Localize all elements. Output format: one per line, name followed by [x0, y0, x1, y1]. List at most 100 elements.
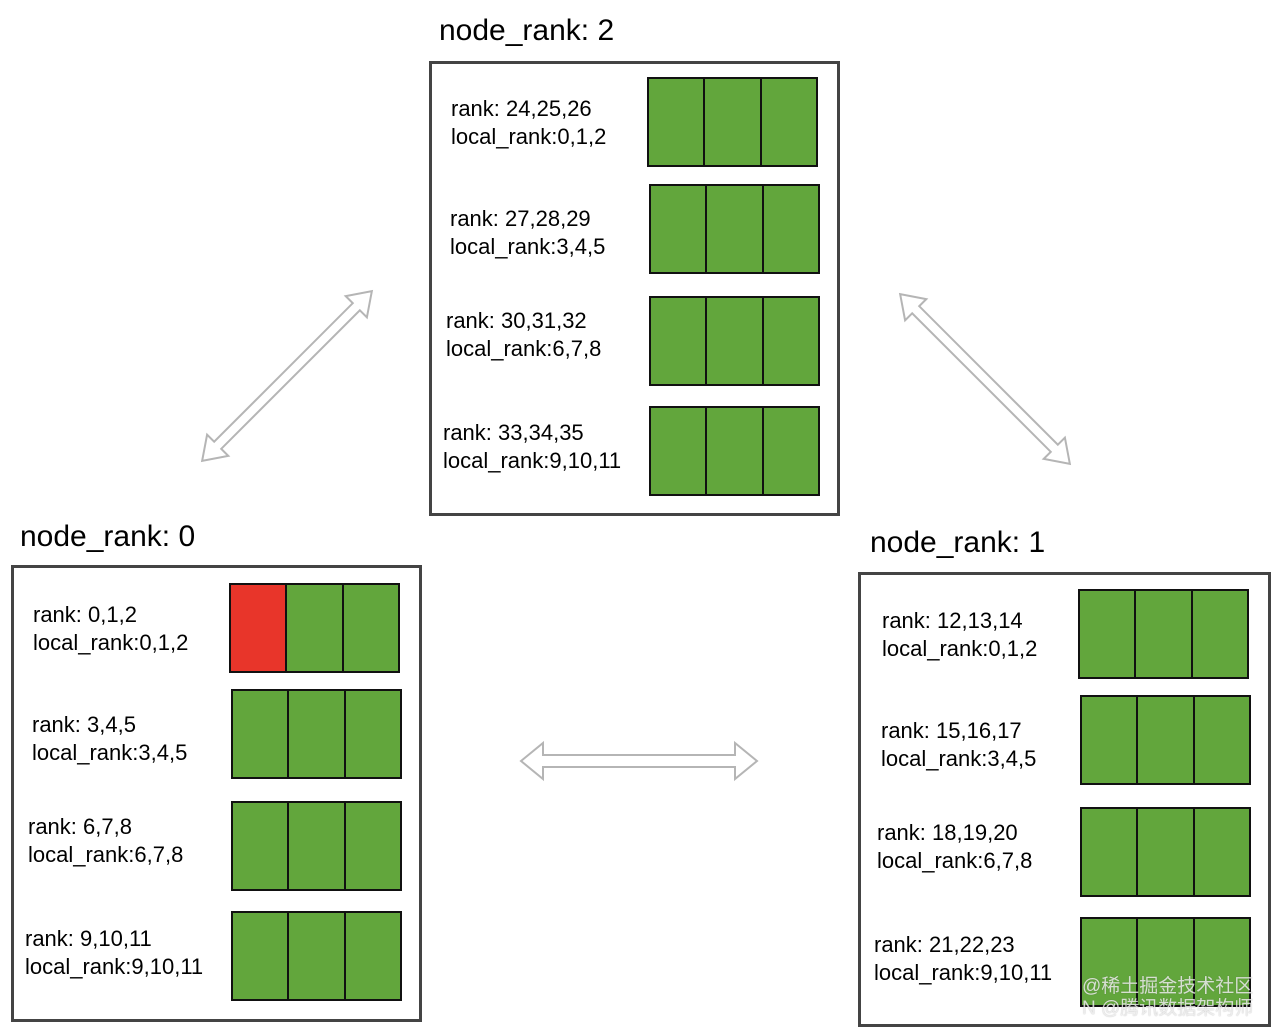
- node-row: rank: 6,7,8 local_rank:6,7,8: [14, 788, 419, 898]
- row-label: rank: 3,4,5 local_rank:3,4,5: [32, 711, 187, 767]
- gpu-cell: [649, 79, 704, 165]
- gpu-group: [649, 406, 820, 496]
- rank-text: rank: 33,34,35: [443, 420, 584, 445]
- local-rank-text: local_rank:9,10,11: [25, 954, 204, 979]
- node-row: rank: 33,34,35 local_rank:9,10,11: [432, 394, 837, 513]
- gpu-group: [647, 77, 818, 167]
- gpu-cell: [705, 298, 762, 384]
- gpu-cell: [705, 408, 762, 494]
- local-rank-text: local_rank:3,4,5: [32, 740, 188, 765]
- gpu-cell: [233, 691, 288, 777]
- node-row: rank: 27,28,29 local_rank:3,4,5: [432, 174, 837, 284]
- node-row: rank: 9,10,11 local_rank:9,10,11: [14, 898, 419, 1019]
- node-title-1: node_rank: 1: [870, 526, 1046, 559]
- rank-text: rank: 18,19,20: [877, 820, 1018, 845]
- row-label: rank: 0,1,2 local_rank:0,1,2: [33, 601, 188, 657]
- gpu-cell: [343, 691, 400, 777]
- row-label: rank: 18,19,20 local_rank:6,7,8: [877, 819, 1032, 875]
- rank-text: rank: 6,7,8: [28, 814, 132, 839]
- gpu-cell: [1082, 919, 1137, 1005]
- local-rank-text: local_rank:0,1,2: [451, 124, 607, 149]
- gpu-cell: [761, 408, 818, 494]
- gpu-cell: [651, 186, 706, 272]
- arrow-node0-node2: [200, 289, 374, 463]
- gpu-cell: [287, 913, 344, 999]
- gpu-cell: [1134, 591, 1191, 677]
- gpu-cell: [1082, 697, 1137, 783]
- watermark: @稀土掘金技术社区 N @腾讯数据架构师: [1082, 976, 1253, 1020]
- gpu-cell: [1080, 591, 1135, 677]
- gpu-cell: [233, 913, 288, 999]
- local-rank-text: local_rank:3,4,5: [450, 234, 606, 259]
- node-row: rank: 24,25,26 local_rank:0,1,2: [432, 64, 837, 174]
- gpu-cell: [761, 186, 818, 272]
- gpu-cell: [1136, 697, 1193, 783]
- gpu-group: [231, 911, 402, 1001]
- gpu-cell: [703, 79, 760, 165]
- local-rank-text: local_rank:6,7,8: [446, 336, 602, 361]
- node-title-0: node_rank: 0: [20, 520, 196, 553]
- row-label: rank: 21,22,23 local_rank:9,10,11: [874, 931, 1052, 987]
- arrow-node2-node1: [898, 292, 1072, 466]
- node-row: rank: 12,13,14 local_rank:0,1,2: [861, 575, 1268, 685]
- arrow-node0-node1: [519, 740, 759, 782]
- rank-text: rank: 3,4,5: [32, 712, 136, 737]
- gpu-cell: [1082, 809, 1137, 895]
- rank-text: rank: 15,16,17: [881, 718, 1022, 743]
- local-rank-text: local_rank:6,7,8: [877, 848, 1033, 873]
- gpu-cell: [761, 298, 818, 384]
- gpu-cell: [705, 186, 762, 272]
- node-title-2: node_rank: 2: [439, 14, 615, 47]
- node-row: rank: 30,31,32 local_rank:6,7,8: [432, 284, 837, 394]
- gpu-cell: [651, 298, 706, 384]
- local-rank-text: local_rank:9,10,11: [874, 960, 1053, 985]
- node-row: rank: 18,19,20 local_rank:6,7,8: [861, 795, 1268, 905]
- node-box-2: rank: 24,25,26 local_rank:0,1,2 rank: 27…: [429, 61, 840, 516]
- node-row: rank: 21,22,23 local_rank:9,10,11: [861, 905, 1268, 1024]
- row-label: rank: 12,13,14 local_rank:0,1,2: [882, 607, 1037, 663]
- gpu-group: [1080, 695, 1251, 785]
- local-rank-text: local_rank:3,4,5: [881, 746, 1037, 771]
- gpu-cell: [1192, 697, 1249, 783]
- row-label: rank: 33,34,35 local_rank:9,10,11: [443, 419, 621, 475]
- local-rank-text: local_rank:0,1,2: [882, 636, 1038, 661]
- gpu-cell: [1192, 919, 1249, 1005]
- gpu-group: [231, 801, 402, 891]
- gpu-cell: [1136, 809, 1193, 895]
- rank-text: rank: 0,1,2: [33, 602, 137, 627]
- local-rank-text: local_rank:9,10,11: [443, 448, 622, 473]
- row-label: rank: 15,16,17 local_rank:3,4,5: [881, 717, 1036, 773]
- gpu-group: [229, 583, 400, 673]
- gpu-cell: [1190, 591, 1247, 677]
- gpu-cell: [1136, 919, 1193, 1005]
- gpu-cell: [287, 803, 344, 889]
- row-label: rank: 24,25,26 local_rank:0,1,2: [451, 95, 606, 151]
- gpu-cell: [285, 585, 342, 671]
- rank-text: rank: 12,13,14: [882, 608, 1023, 633]
- gpu-group: [231, 689, 402, 779]
- row-label: rank: 30,31,32 local_rank:6,7,8: [446, 307, 601, 363]
- watermark-line: N @腾讯数据架构师: [1082, 998, 1254, 1019]
- gpu-cell: [343, 803, 400, 889]
- row-label: rank: 6,7,8 local_rank:6,7,8: [28, 813, 183, 869]
- gpu-group: [1080, 917, 1251, 1007]
- gpu-cell: [1192, 809, 1249, 895]
- gpu-cell: [343, 913, 400, 999]
- node-box-1: rank: 12,13,14 local_rank:0,1,2 rank: 15…: [858, 572, 1271, 1027]
- gpu-cell: [651, 408, 706, 494]
- watermark-line: @稀土掘金技术社区: [1082, 976, 1254, 997]
- gpu-group: [1080, 807, 1251, 897]
- row-label: rank: 27,28,29 local_rank:3,4,5: [450, 205, 605, 261]
- rank-text: rank: 24,25,26: [451, 96, 592, 121]
- node-row: rank: 15,16,17 local_rank:3,4,5: [861, 685, 1268, 795]
- gpu-group: [649, 296, 820, 386]
- local-rank-text: local_rank:6,7,8: [28, 842, 184, 867]
- gpu-group: [649, 184, 820, 274]
- local-rank-text: local_rank:0,1,2: [33, 630, 189, 655]
- node-row: rank: 0,1,2 local_rank:0,1,2: [14, 568, 419, 678]
- node-box-0: rank: 0,1,2 local_rank:0,1,2 rank: 3,4,5…: [11, 565, 422, 1022]
- gpu-cell: [233, 803, 288, 889]
- rank-text: rank: 30,31,32: [446, 308, 587, 333]
- rank-text: rank: 21,22,23: [874, 932, 1015, 957]
